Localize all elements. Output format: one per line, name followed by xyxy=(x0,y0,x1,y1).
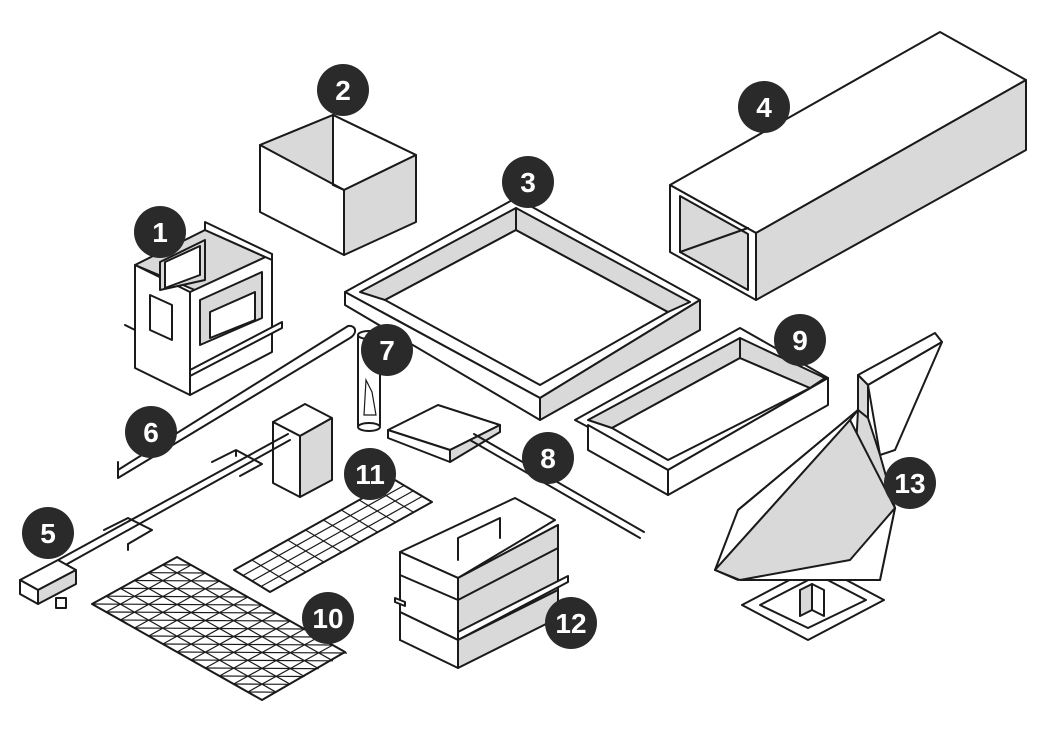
item-6-bent-wire xyxy=(117,324,356,479)
item-3-large-tray xyxy=(344,197,701,421)
item-8-scoop xyxy=(387,404,645,539)
badge-4: 4 xyxy=(738,81,790,133)
badge-9-label: 9 xyxy=(792,325,808,356)
badge-10: 10 xyxy=(302,592,354,644)
item-4-long-tube xyxy=(669,31,1027,301)
badge-13: 13 xyxy=(884,457,936,509)
badge-1: 1 xyxy=(134,206,186,258)
badge-7-label: 7 xyxy=(379,335,395,366)
badge-6-label: 6 xyxy=(143,417,159,448)
item-2-open-box xyxy=(259,114,417,256)
badge-9: 9 xyxy=(774,314,826,366)
badge-12: 12 xyxy=(545,597,597,649)
badge-13-label: 13 xyxy=(894,468,925,499)
item-5-rod-block xyxy=(19,403,333,609)
badge-3: 3 xyxy=(502,156,554,208)
badge-8: 8 xyxy=(522,432,574,484)
badge-4-label: 4 xyxy=(756,92,772,123)
badge-8-label: 8 xyxy=(540,443,556,474)
item-13-hopper xyxy=(714,332,943,641)
item-12-handled-box xyxy=(394,497,569,669)
badge-5: 5 xyxy=(22,507,74,559)
item-9-medium-tray xyxy=(574,327,829,496)
badge-3-label: 3 xyxy=(520,167,536,198)
badge-11-label: 11 xyxy=(355,459,385,490)
badge-1-label: 1 xyxy=(152,217,168,248)
item-10-triangle-mesh xyxy=(91,556,348,701)
badge-11: 11 xyxy=(344,448,396,500)
badge-5-label: 5 xyxy=(40,518,56,549)
badge-10-label: 10 xyxy=(312,603,343,634)
badge-2: 2 xyxy=(317,64,369,116)
item-11-small-grid xyxy=(233,479,433,593)
badge-6: 6 xyxy=(125,406,177,458)
badge-7: 7 xyxy=(361,324,413,376)
badge-2-label: 2 xyxy=(335,75,351,106)
item-1-windowed-frame xyxy=(124,221,283,396)
badge-12-label: 12 xyxy=(555,608,586,639)
